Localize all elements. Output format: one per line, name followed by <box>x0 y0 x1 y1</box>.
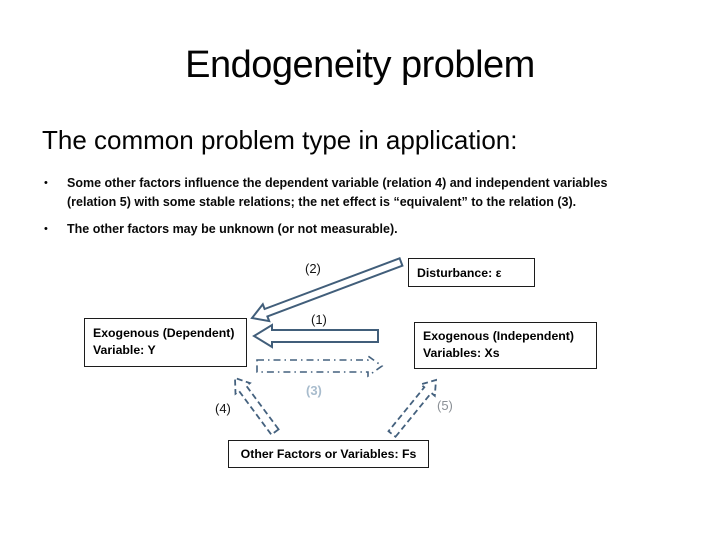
bullet-text: Some other factors influence the depende… <box>67 174 674 212</box>
box-independent-variables: Exogenous (Independent) Variables: Xs <box>414 322 597 369</box>
arrow-label-2: (2) <box>305 261 321 276</box>
box-other-factors-label: Other Factors or Variables: Fs <box>240 447 417 461</box>
bullet-line: (relation 5) with some stable relations;… <box>67 195 577 209</box>
box-independent-line2: Variables: Xs <box>423 346 500 360</box>
bullet-marker: • <box>44 177 48 189</box>
bullet-item: • The other factors may be unknown (or n… <box>44 220 674 239</box>
box-independent-line1: Exogenous (Independent) <box>423 329 574 343</box>
box-dependent-line1: Exogenous (Dependent) <box>93 326 235 340</box>
bullet-marker: • <box>44 223 48 235</box>
box-dependent-line2: Variable: Y <box>93 343 156 357</box>
bullet-item: • Some other factors influence the depen… <box>44 174 674 212</box>
arrow-label-3: (3) <box>306 383 322 398</box>
arrow-1-independent-to-dependent <box>252 323 379 349</box>
bullet-line: Some other factors influence the depende… <box>67 176 608 190</box>
arrow-label-5: (5) <box>437 398 453 413</box>
bullet-line: The other factors may be unknown (or not… <box>67 222 398 236</box>
slide-subtitle: The common problem type in application: <box>42 125 518 155</box>
box-disturbance-label: Disturbance: ε <box>417 265 502 280</box>
arrow-5-other-to-independent <box>387 378 437 439</box>
bullet-text: The other factors may be unknown (or not… <box>67 220 674 239</box>
arrow-4-other-to-dependent <box>234 376 280 436</box>
box-other-factors: Other Factors or Variables: Fs <box>228 440 429 468</box>
arrow-label-4: (4) <box>215 401 231 416</box>
bullet-list: • Some other factors influence the depen… <box>44 174 674 247</box>
box-dependent-variable: Exogenous (Dependent) Variable: Y <box>84 318 247 367</box>
arrow-3-dependent-to-independent <box>256 354 384 378</box>
slide-title: Endogeneity problem <box>185 44 535 86</box>
box-disturbance: Disturbance: ε <box>408 258 535 287</box>
arrow-label-1: (1) <box>311 312 327 327</box>
arrow-2-disturbance-to-dependent <box>250 257 404 323</box>
